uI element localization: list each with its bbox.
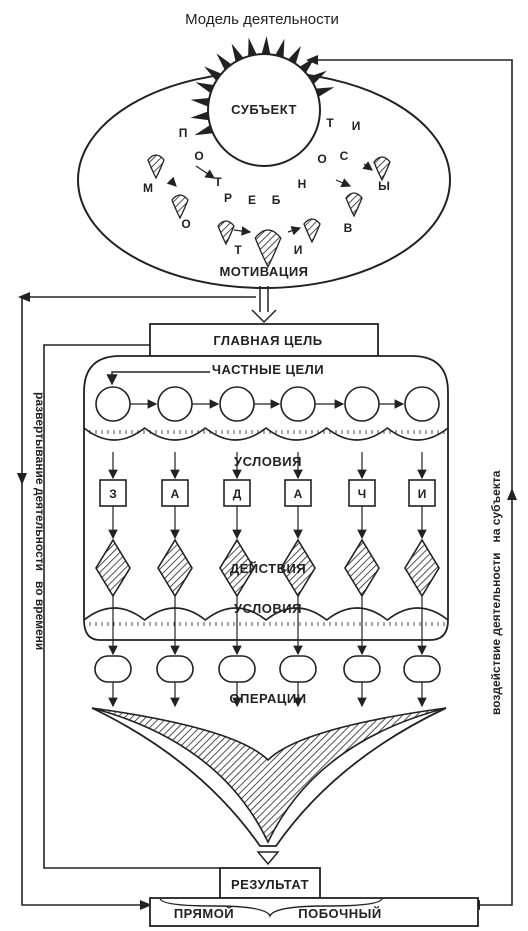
need-letter: И — [352, 119, 361, 133]
arrow-right-up — [507, 488, 517, 500]
main-goal-box — [149, 323, 379, 357]
operations-label: ОПЕРАЦИИ — [229, 691, 306, 706]
subject-spike — [190, 110, 212, 121]
motive-drop-icon — [303, 218, 321, 244]
need-letter: Т — [214, 175, 222, 189]
task-letter: А — [171, 487, 180, 501]
need-letter: О — [194, 149, 203, 163]
motive-letter: В — [344, 221, 353, 235]
task-letter: Ч — [358, 487, 366, 501]
left-axis-label: развертывание деятельности во времени — [33, 392, 47, 650]
partial-goal-circle — [404, 386, 440, 422]
funnel-outline — [91, 707, 447, 847]
conditions-bottom-label: УСЛОВИЯ — [234, 601, 302, 616]
subject-label: СУБЪЕКТ — [231, 102, 297, 117]
subject-spike — [190, 97, 212, 108]
motive-drop-icon — [345, 192, 363, 218]
activity-container — [83, 355, 449, 641]
result-box — [219, 867, 321, 899]
subject-node: СУБЪЕКТ — [190, 36, 335, 167]
need-letter: П — [179, 126, 188, 140]
task-box — [161, 479, 189, 507]
arrow-left-down — [17, 473, 27, 485]
need-letter: Н — [298, 177, 307, 191]
need-connector — [195, 165, 215, 179]
need-letter: С — [340, 149, 349, 163]
need-letter: Б — [272, 193, 281, 207]
direct-label: ПРЯМОЙ — [174, 906, 234, 921]
motive-letter: Ы — [378, 179, 390, 193]
partial-goal-circle — [157, 386, 193, 422]
partial-goal-circle — [280, 386, 316, 422]
task-letter: А — [294, 487, 303, 501]
subject-spike — [261, 36, 271, 57]
motive-letter: О — [181, 217, 190, 231]
motive-drop-icon — [171, 194, 189, 220]
operation-node — [218, 655, 256, 683]
need-connector — [287, 226, 302, 236]
conditions-scallops — [83, 426, 449, 626]
need-letter: О — [317, 152, 326, 166]
need-letter: Т — [326, 116, 334, 130]
task-letter: З — [109, 487, 117, 501]
operation-node — [343, 655, 381, 683]
operation-node — [279, 655, 317, 683]
actions-label: ДЕЙСТВИЯ — [230, 561, 306, 576]
motive-drop-icon — [373, 156, 391, 182]
motive-drop-icon — [217, 220, 235, 246]
subject-spike — [248, 37, 258, 59]
motive-letter: М — [143, 181, 153, 195]
conditions-top-label: УСЛОВИЯ — [234, 454, 302, 469]
conditions-boundary — [83, 607, 449, 622]
result-label: РЕЗУЛЬТАТ — [231, 877, 309, 892]
need-connector — [335, 178, 352, 188]
task-letter: Д — [233, 487, 242, 501]
result-brace — [159, 897, 383, 918]
side-label: ПОБОЧНЫЙ — [298, 906, 382, 921]
motive-letter: Т — [234, 243, 242, 257]
task-letter: И — [418, 487, 427, 501]
partial-goals-pointer — [106, 371, 210, 386]
partial-goals-label: ЧАСТНЫЕ ЦЕЛИ — [212, 362, 324, 377]
funnel-spout-arrow — [256, 851, 280, 866]
motive-drop-icon — [147, 154, 165, 180]
need-connector — [166, 176, 177, 187]
task-box — [348, 479, 376, 507]
operation-node — [94, 655, 132, 683]
need-connector — [362, 161, 373, 171]
motive-letter: И — [294, 243, 303, 257]
motivation-to-goal-arrow — [251, 286, 277, 324]
partial-goal-circle — [95, 386, 131, 422]
right-axis-label: воздействие деятельности на субъекта — [489, 470, 503, 715]
arrow-left-top — [18, 292, 30, 302]
outer-frame — [21, 59, 513, 906]
operation-node — [403, 655, 441, 683]
need-letter: Р — [224, 191, 232, 205]
diagram-title: Модель деятельности — [185, 11, 339, 28]
result-types-box — [149, 897, 479, 927]
arrow-bottom-in — [140, 900, 152, 910]
motivation-label: МОТИВАЦИЯ — [219, 264, 308, 279]
main-goal-label: ГЛАВНАЯ ЦЕЛЬ — [213, 333, 322, 348]
result-funnel — [91, 707, 447, 844]
need-letter: Е — [248, 193, 256, 207]
partial-goal-circle — [219, 386, 255, 422]
need-connector — [233, 226, 252, 236]
motive-drop-icon — [254, 229, 282, 269]
conditions-boundary — [83, 426, 449, 441]
partial-goal-circle — [344, 386, 380, 422]
operation-node — [156, 655, 194, 683]
